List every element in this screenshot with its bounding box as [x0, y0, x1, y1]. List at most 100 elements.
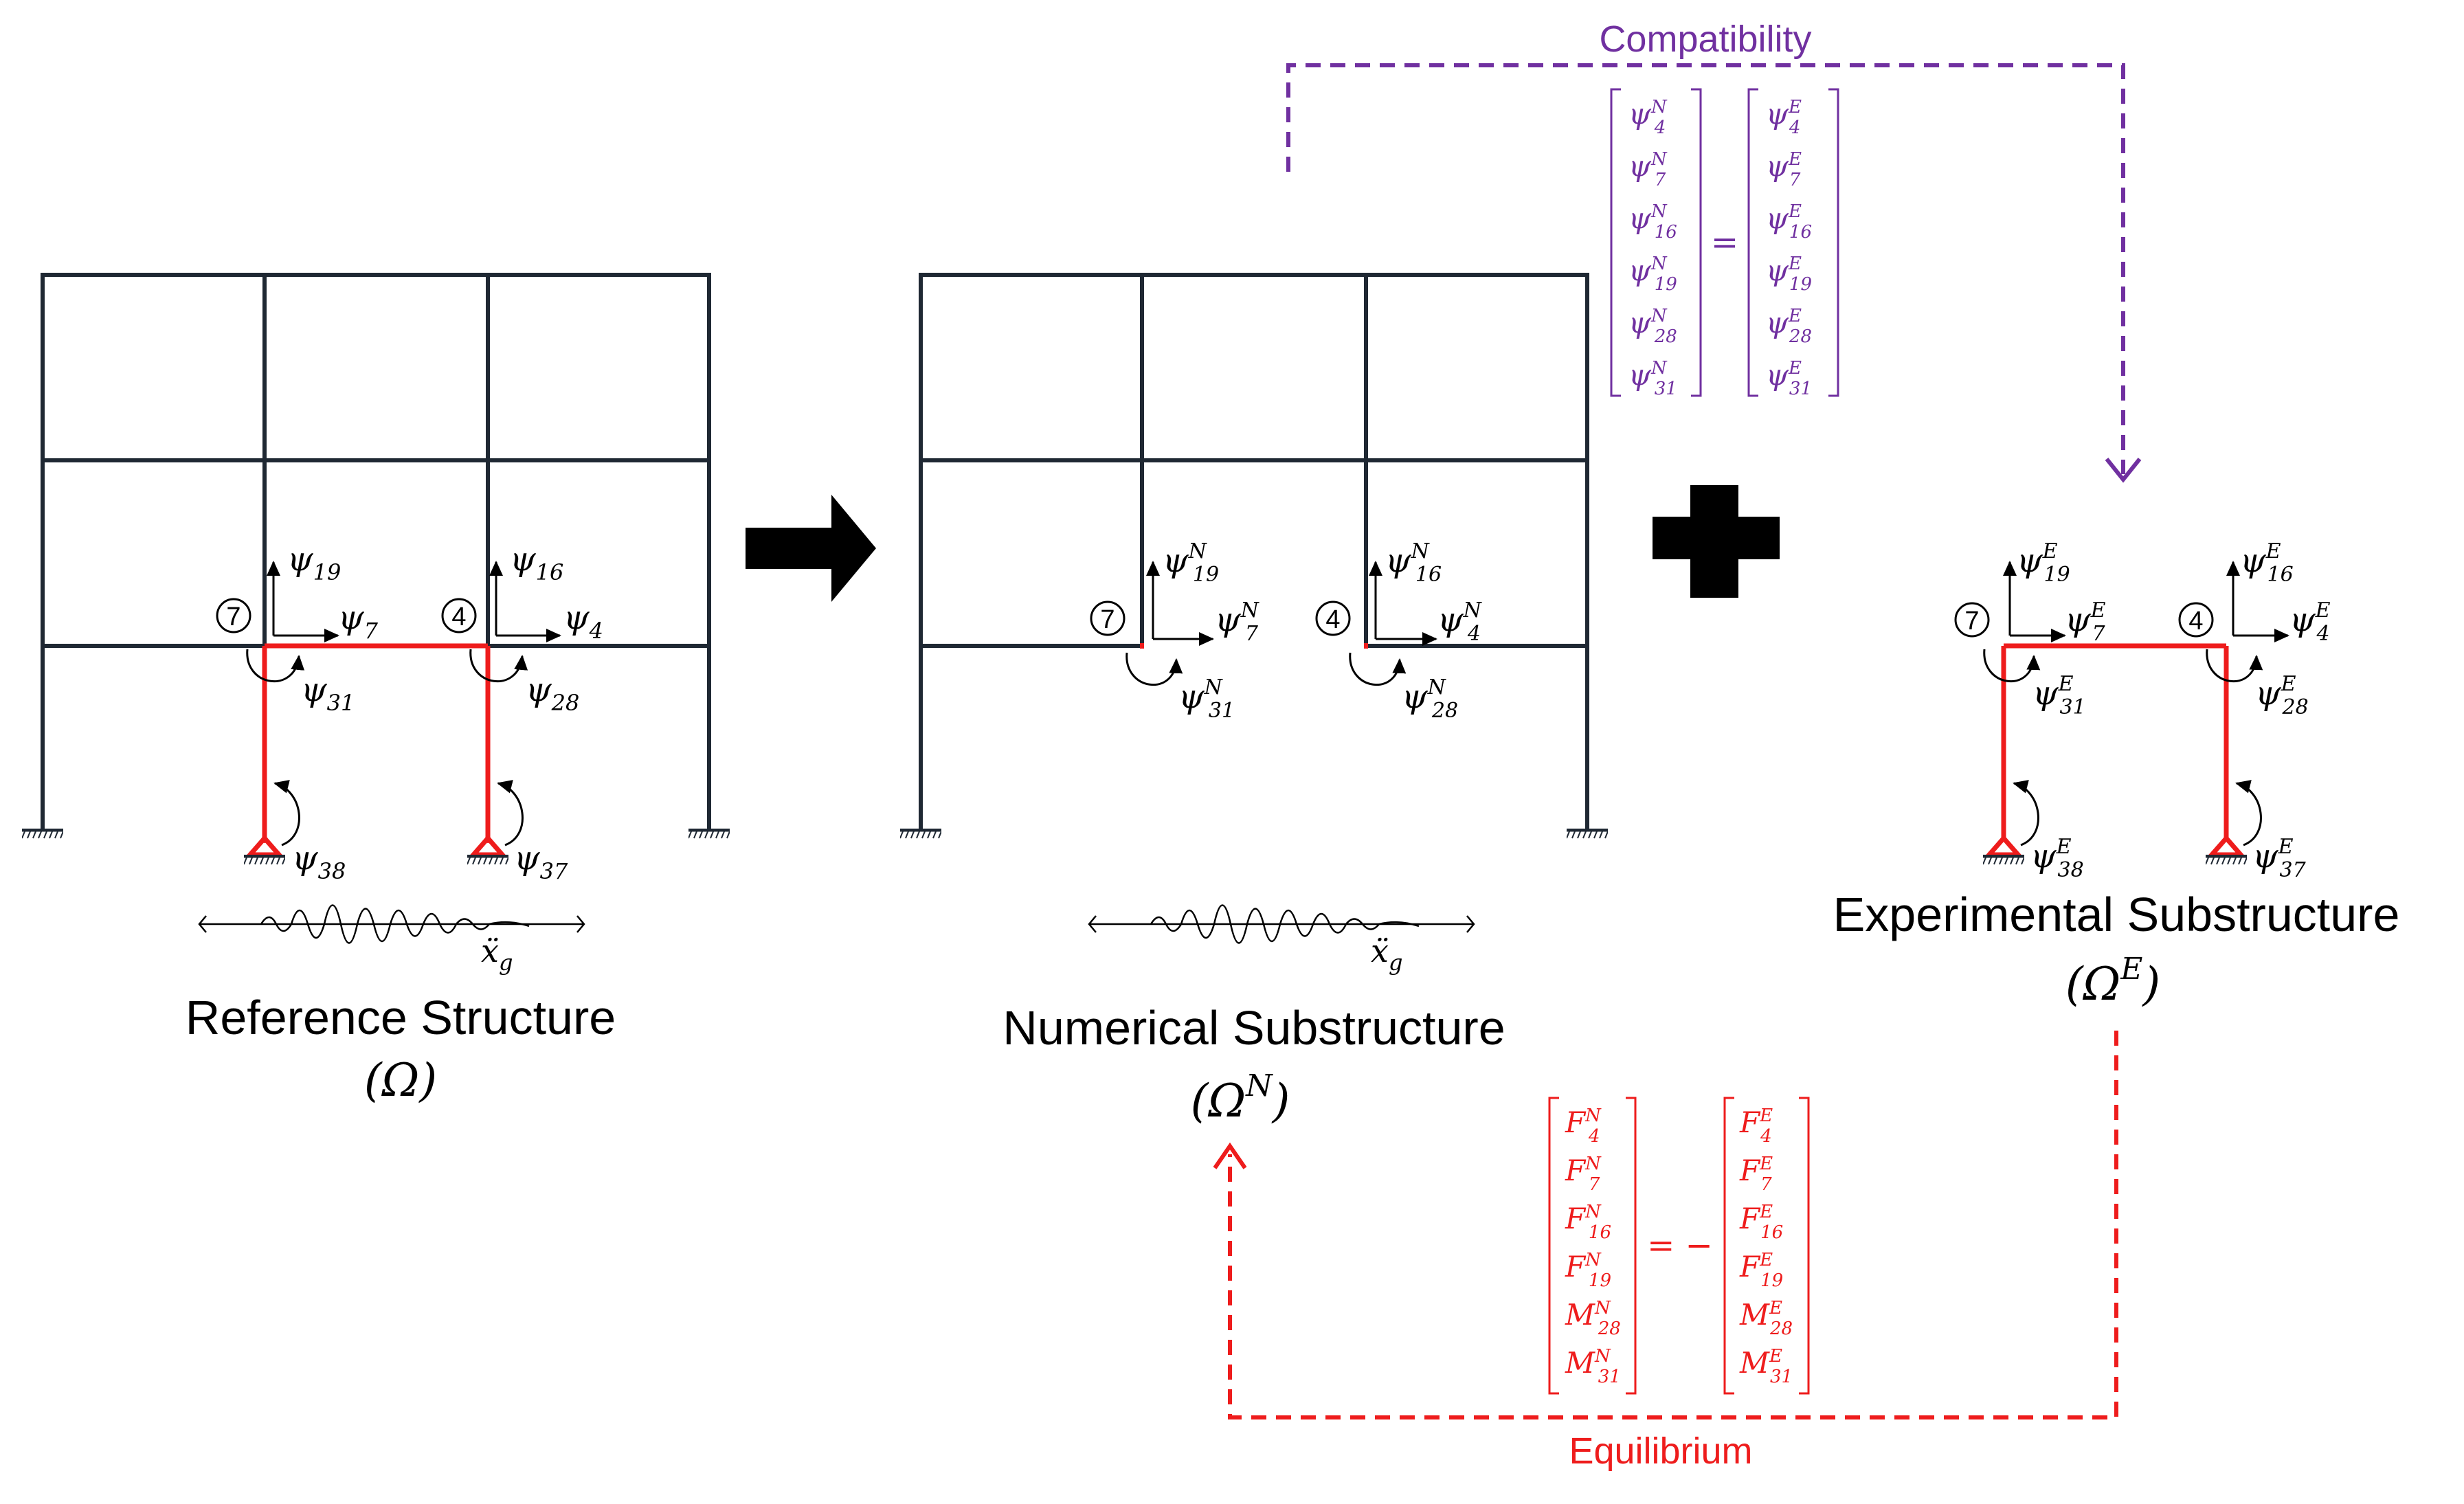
dof-arrows: [246, 561, 561, 846]
fixed-support-icon: [688, 830, 730, 838]
node-circle-7: 7: [1090, 601, 1125, 636]
node-circle-4: 4: [441, 598, 477, 633]
fixed-support-icon: [900, 830, 941, 838]
dof-label-psi7: ψ7: [338, 598, 379, 644]
reference-title: Reference Structure: [186, 991, 616, 1044]
right-bracket: [1799, 1097, 1810, 1395]
experimental-red-substructure: [1984, 643, 2246, 857]
compatibility-label: Compatibility: [1599, 19, 1811, 60]
numerical-title: Numerical Substructure: [1003, 1001, 1505, 1055]
node-circle-4: 4: [1315, 601, 1351, 636]
experimental-symbol: (ΩE): [2065, 952, 2160, 1011]
dof-label-psi4: ψ4: [563, 598, 603, 644]
ground-motion-signal: [1088, 904, 1475, 944]
dof-arrows: [1125, 561, 1437, 686]
svg-text:4: 4: [2188, 607, 2203, 636]
dof-label-psi38: ψ38: [292, 839, 346, 884]
pinned-support-icon: [467, 856, 508, 864]
right-bracket: [1691, 88, 1702, 397]
transform-arrow-icon: [746, 495, 876, 602]
dof-label-psi37: ψ37: [514, 839, 568, 884]
dof-label-psi16: ψ16: [510, 540, 563, 585]
pinned-support-icon: [2206, 856, 2247, 864]
reference-structure: 7 4 ψ19 ψ7 ψ31 ψ16 ψ4 ψ28 ψ38 ψ37: [22, 273, 730, 1107]
right-bracket: [1626, 1097, 1637, 1395]
fixed-support-icon: [1567, 830, 1608, 838]
left-bracket: [1723, 1097, 1734, 1395]
reference-frame: [41, 273, 711, 831]
svg-text:7: 7: [1100, 605, 1115, 634]
dof-label-psi28: ψ28: [526, 671, 579, 716]
right-bracket: [1828, 88, 1839, 397]
svg-text:4: 4: [1325, 605, 1340, 634]
reference-symbol: (Ω): [364, 1054, 437, 1107]
node-circle-4: 4: [2178, 602, 2214, 638]
svg-text:7: 7: [226, 603, 240, 631]
numerical-symbol: (ΩN): [1191, 1068, 1290, 1127]
ground-acceleration-label: ẍg: [1371, 932, 1402, 976]
numerical-frame: [919, 273, 1589, 831]
dof-label-psi19: ψ19: [287, 540, 341, 585]
equilibrium-operator: = −: [1647, 1226, 1713, 1265]
dof-arrows: [1983, 561, 2289, 846]
dof-label-psi31: ψ31: [301, 671, 355, 716]
pinned-support-icon: [1983, 856, 2024, 864]
pinned-support-icon: [244, 856, 285, 864]
node-circle-7: 7: [1954, 602, 1990, 638]
compatibility-equals: =: [1711, 223, 1738, 262]
equilibrium-label: Equilibrium: [1569, 1430, 1752, 1472]
node-circle-7: 7: [216, 598, 251, 633]
ground-acceleration-label: ẍg: [481, 932, 513, 976]
left-bracket: [1747, 88, 1758, 397]
svg-text:4: 4: [451, 603, 466, 631]
left-bracket: [1548, 1097, 1559, 1395]
fixed-support-icon: [22, 830, 63, 838]
ground-motion-signal: [198, 904, 585, 944]
experimental-title: Experimental Substructure: [1833, 888, 2400, 941]
left-bracket: [1610, 88, 1621, 397]
